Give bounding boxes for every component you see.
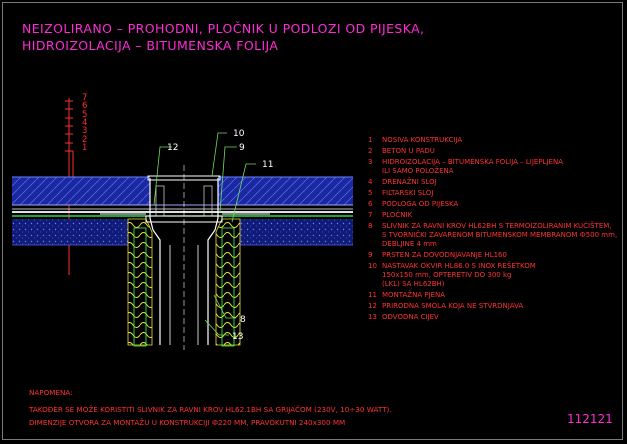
drain-insulated-housing <box>127 218 241 347</box>
scale-label-7: 7 <box>82 93 87 103</box>
legend-item: 3 HIDROIZOLACIJA – BITUMENSKA FOLIJA – LI… <box>368 158 623 176</box>
callout-11: 11 <box>262 160 273 170</box>
sub-layers <box>12 204 353 217</box>
legend-item: 6 PODLOGA OD PIJESKA <box>368 200 623 209</box>
legend-item-text: HIDROIZOLACIJA – BITUMENSKA FOLIJA – LIJ… <box>382 158 563 175</box>
legend-item: 2 BETON U PADU <box>368 147 623 156</box>
paving-layer <box>12 176 353 205</box>
callout-8: 8 <box>240 315 246 325</box>
sheet-number: 112121 <box>567 412 613 426</box>
drawing-title-line-1: NEIZOLIRANO – PROHODNI, PLOČNIK U PODLOZ… <box>22 21 425 36</box>
legend-item: 1 NOSIVA KONSTRUKCIJA <box>368 136 623 145</box>
scale-label-6: 6 <box>82 101 87 111</box>
concrete-slab <box>12 219 353 246</box>
legend-item-number: 13 <box>368 313 377 321</box>
scale-label-4: 4 <box>82 118 87 128</box>
legend-item-text: NOSIVA KONSTRUKCIJA <box>382 136 463 144</box>
scale-label-3: 3 <box>82 126 87 136</box>
callout-leaders <box>153 132 256 336</box>
callout-9: 9 <box>239 143 245 153</box>
legend-item-number: 10 <box>368 262 377 270</box>
legend-item-number: 5 <box>368 189 373 197</box>
legend-item-number: 1 <box>368 136 373 144</box>
legend-item-text: ODVODNA CIJEV <box>382 313 439 321</box>
legend-item-number: 12 <box>368 302 377 310</box>
legend-item-number: 11 <box>368 291 377 299</box>
callout-12: 12 <box>167 143 178 153</box>
legend-item: 13 ODVODNA CIJEV <box>368 313 623 322</box>
legend-item-text: SLIVNIK ZA RAVNI KROV HL62BH S TERMOIZOL… <box>382 222 618 248</box>
legend-item-number: 8 <box>368 222 373 230</box>
scale-label-1: 1 <box>82 143 87 153</box>
legend-item: 4 DRENAŽNI SLOJ <box>368 178 623 187</box>
note-line-1: TAKOĐER SE MOŽE KORISTITI SLIVNIK ZA RAV… <box>29 405 392 414</box>
legend-item-number: 4 <box>368 178 373 186</box>
note-line-2: DIMENZIJE OTVORA ZA MONTAŽU U KONSTRUKCI… <box>29 418 346 427</box>
drawing-title-line-2: HIDROIZOLACIJA – BITUMENSKA FOLIJA <box>22 38 279 53</box>
legend-item: 7 PLOČNIK <box>368 211 623 220</box>
legend-item: 8 SLIVNIK ZA RAVNI KROV HL62BH S TERMOIZO… <box>368 222 623 249</box>
callout-10: 10 <box>233 129 245 139</box>
legend-item-number: 2 <box>368 147 373 155</box>
legend-item-text: DRENAŽNI SLOJ <box>382 178 437 186</box>
legend-item-text: PRIRODNA SMOLA KOJA NE STVRDNJAVA <box>382 302 524 310</box>
legend-item: 10 NASTAVAK OKVIR HL86.0 S INOX REŠETKOM … <box>368 262 623 289</box>
scale-label-2: 2 <box>82 135 87 145</box>
legend-item-number: 7 <box>368 211 373 219</box>
scale-label-5: 5 <box>82 110 87 120</box>
callout-13: 13 <box>232 332 243 342</box>
legend-item-text: FILTARSKI SLOJ <box>382 189 434 197</box>
legend-item-text: PRSTEN ZA DOVODNJAVANJE HL160 <box>382 251 507 259</box>
legend-item: 11 MONTAŽNA PJENA <box>368 291 623 300</box>
legend-item: 12 PRIRODNA SMOLA KOJA NE STVRDNJAVA <box>368 302 623 311</box>
legend-item-text: MONTAŽNA PJENA <box>382 291 446 299</box>
legend-item-number: 3 <box>368 158 373 166</box>
drawing-frame <box>2 2 623 440</box>
legend-item-number: 9 <box>368 251 373 259</box>
legend-item-text: PODLOGA OD PIJESKA <box>382 200 459 208</box>
legend-item: 9 PRSTEN ZA DOVODNJAVANJE HL160 <box>368 251 623 260</box>
legend-item-number: 6 <box>368 200 373 208</box>
legend: 1 NOSIVA KONSTRUKCIJA 2 BETON U PADU 3 HIDROI… <box>368 136 623 324</box>
legend-item-text: PLOČNIK <box>382 211 413 219</box>
note-heading: NAPOMENA: <box>29 388 73 397</box>
callout-labels: 12 10 9 11 8 13 <box>167 129 273 342</box>
legend-item: 5 FILTARSKI SLOJ <box>368 189 623 198</box>
legend-item-text: NASTAVAK OKVIR HL86.0 S INOX REŠETKOM 15… <box>382 262 536 288</box>
legend-item-text: BETON U PADU <box>382 147 435 155</box>
drain-body <box>100 165 270 350</box>
